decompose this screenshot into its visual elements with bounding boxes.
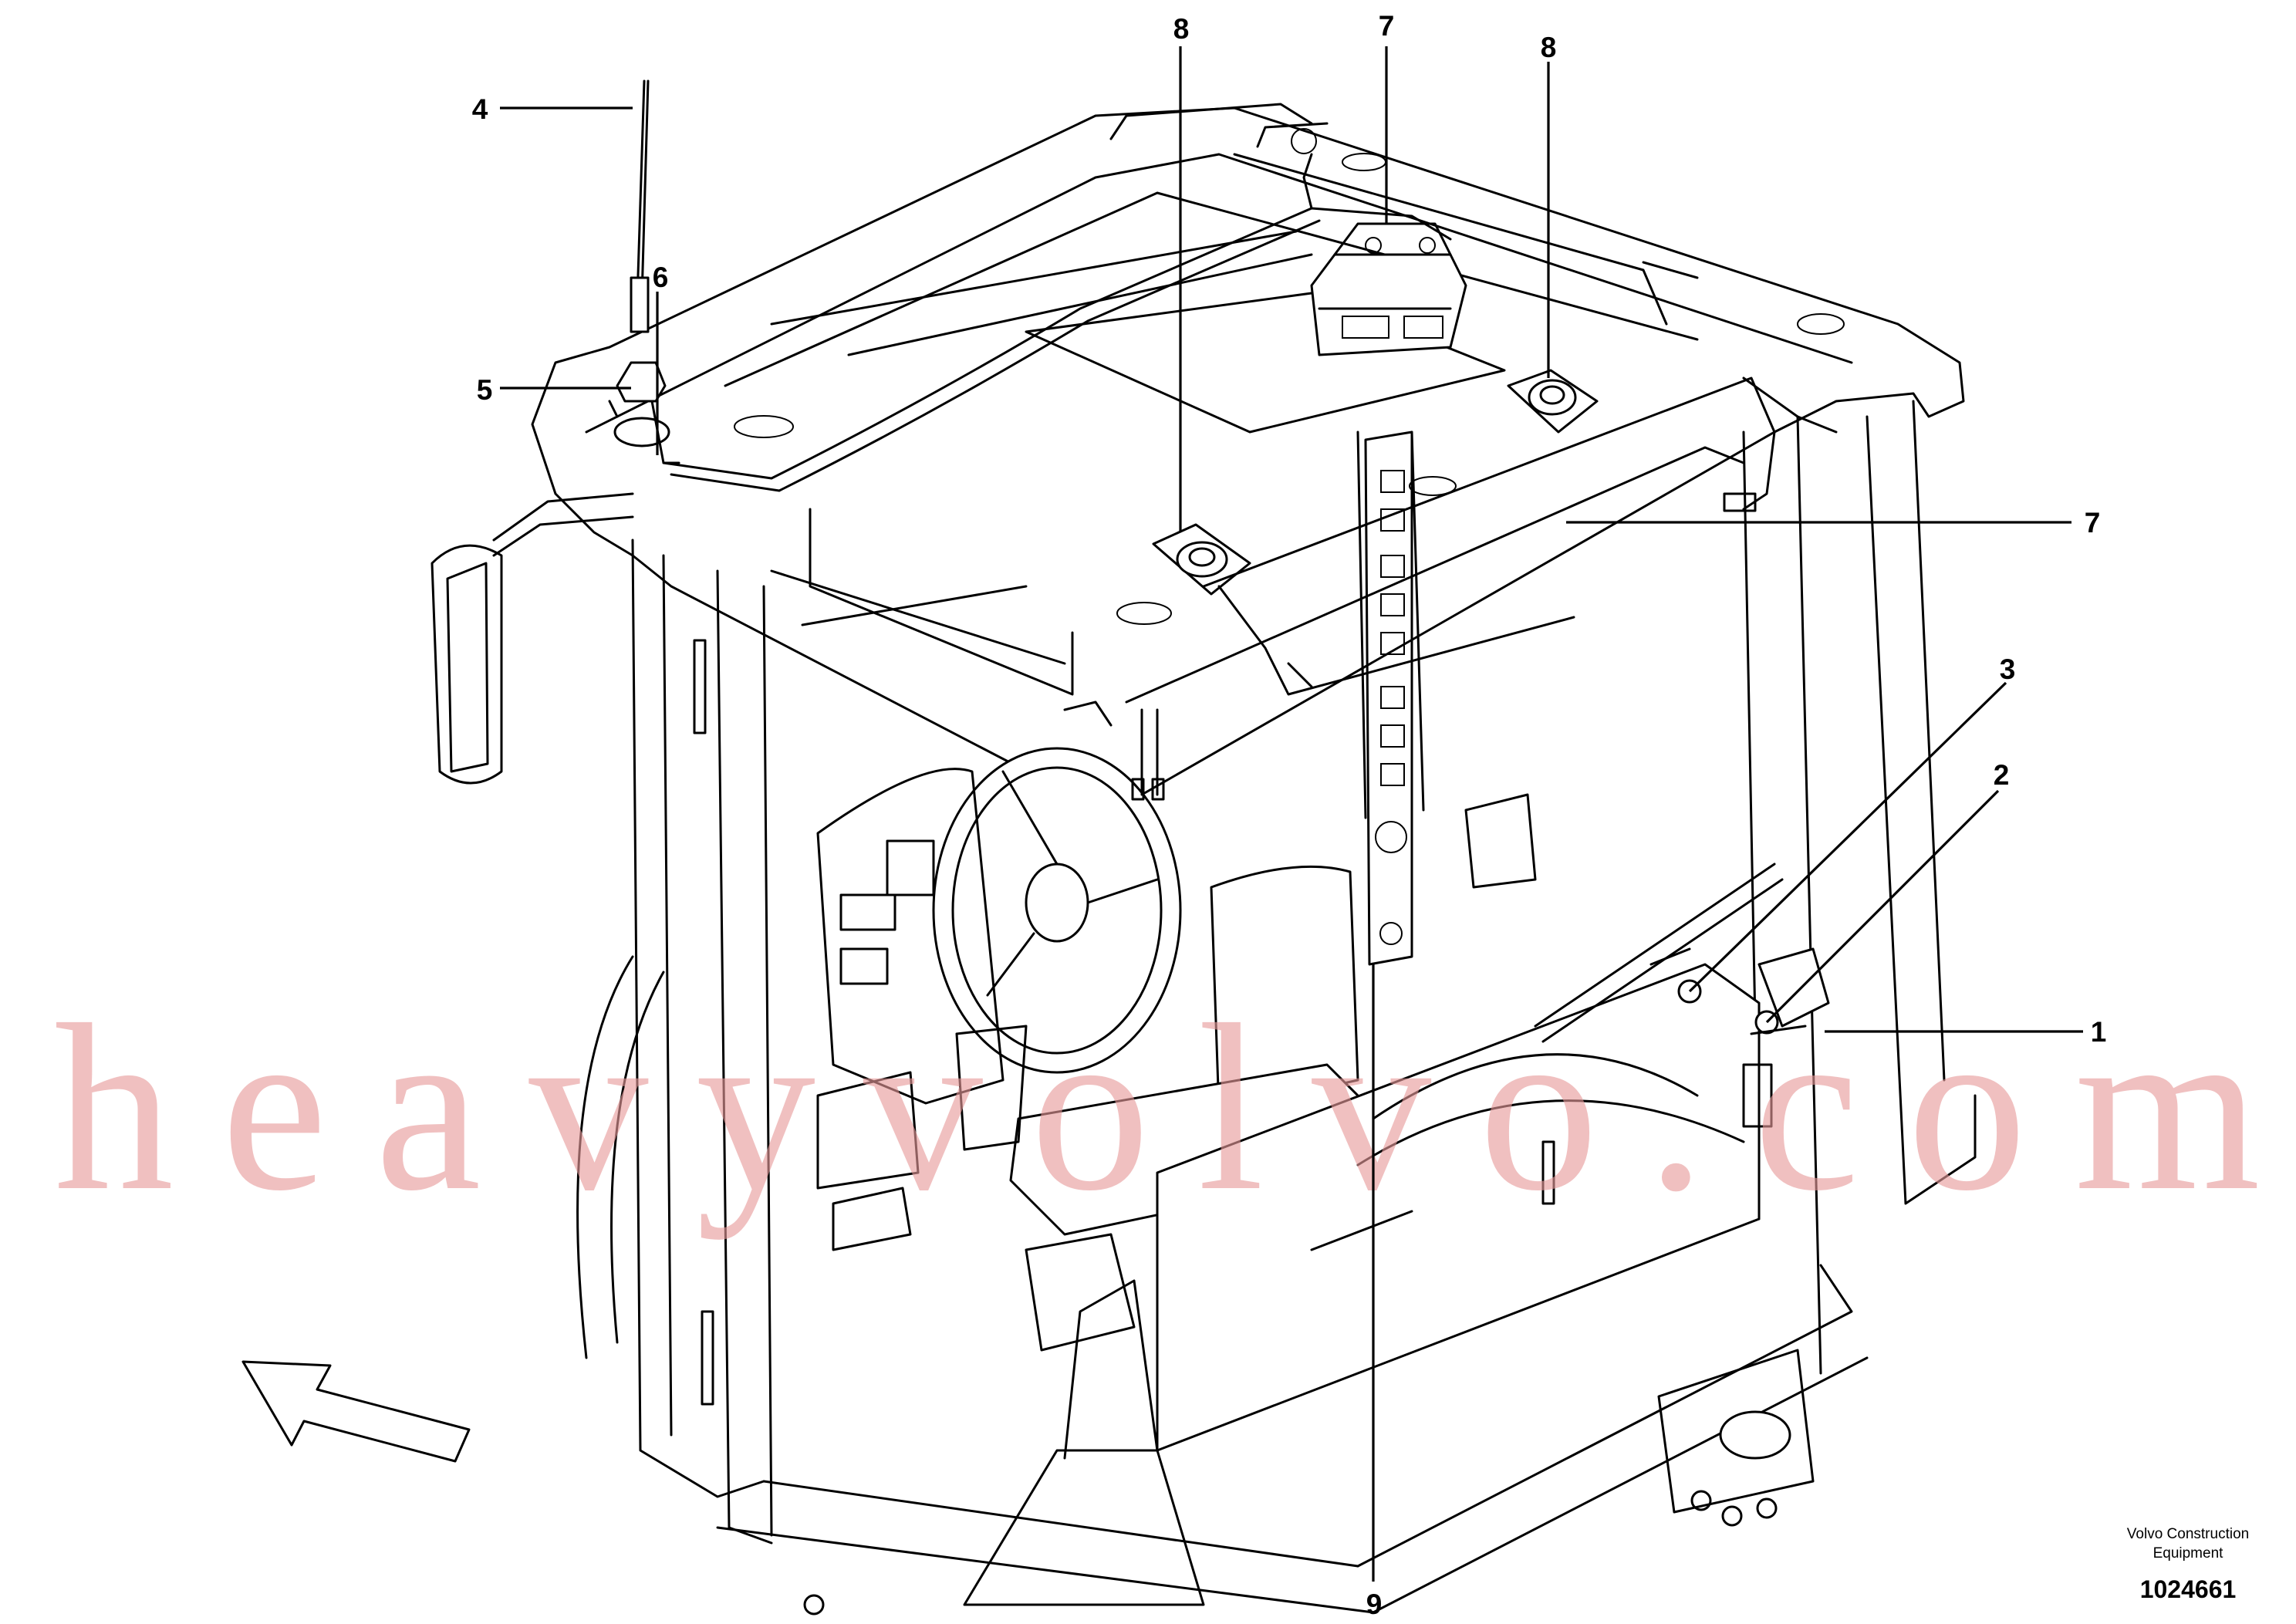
- operator-seat: [955, 793, 1537, 1352]
- credit-line-2: Equipment: [2153, 1545, 2224, 1562]
- wiring-harness: [662, 153, 1838, 801]
- callout-1: 1: [2091, 1016, 2107, 1048]
- cab-frame: [631, 400, 1977, 1614]
- callouts: 4 6 5 8 7 8 7 3 2 1 9: [472, 10, 2107, 1620]
- side-mirror: [430, 492, 634, 785]
- callout-4: 4: [472, 93, 488, 125]
- wiper-assembly: [1534, 863, 1830, 1128]
- callout-7-top: 7: [1379, 10, 1395, 42]
- footer-credit: Volvo Construction Equipment 1024661: [2127, 1526, 2249, 1603]
- door-frame: [576, 955, 665, 1359]
- radio-unit: [1310, 222, 1467, 356]
- steering-column: [816, 747, 1182, 1251]
- callout-6: 6: [653, 262, 669, 293]
- antenna: [608, 79, 680, 464]
- callout-2: 2: [1994, 759, 2010, 791]
- cab-roof: [531, 103, 1965, 804]
- callout-8-right: 8: [1541, 32, 1557, 63]
- callout-5: 5: [477, 374, 493, 406]
- part-number: 1024661: [2140, 1575, 2237, 1603]
- callout-3: 3: [2000, 653, 2016, 685]
- callout-7-right: 7: [2085, 507, 2101, 539]
- credit-line-1: Volvo Construction: [2127, 1526, 2249, 1542]
- hollow-arrow-icon: [241, 1360, 471, 1463]
- leader-lines: [500, 46, 2083, 1582]
- switch-panel: [1364, 430, 1413, 966]
- rear-body: [803, 963, 1815, 1616]
- callout-8-left: 8: [1173, 13, 1190, 45]
- speaker-right: [1507, 369, 1599, 434]
- callout-9: 9: [1366, 1589, 1383, 1620]
